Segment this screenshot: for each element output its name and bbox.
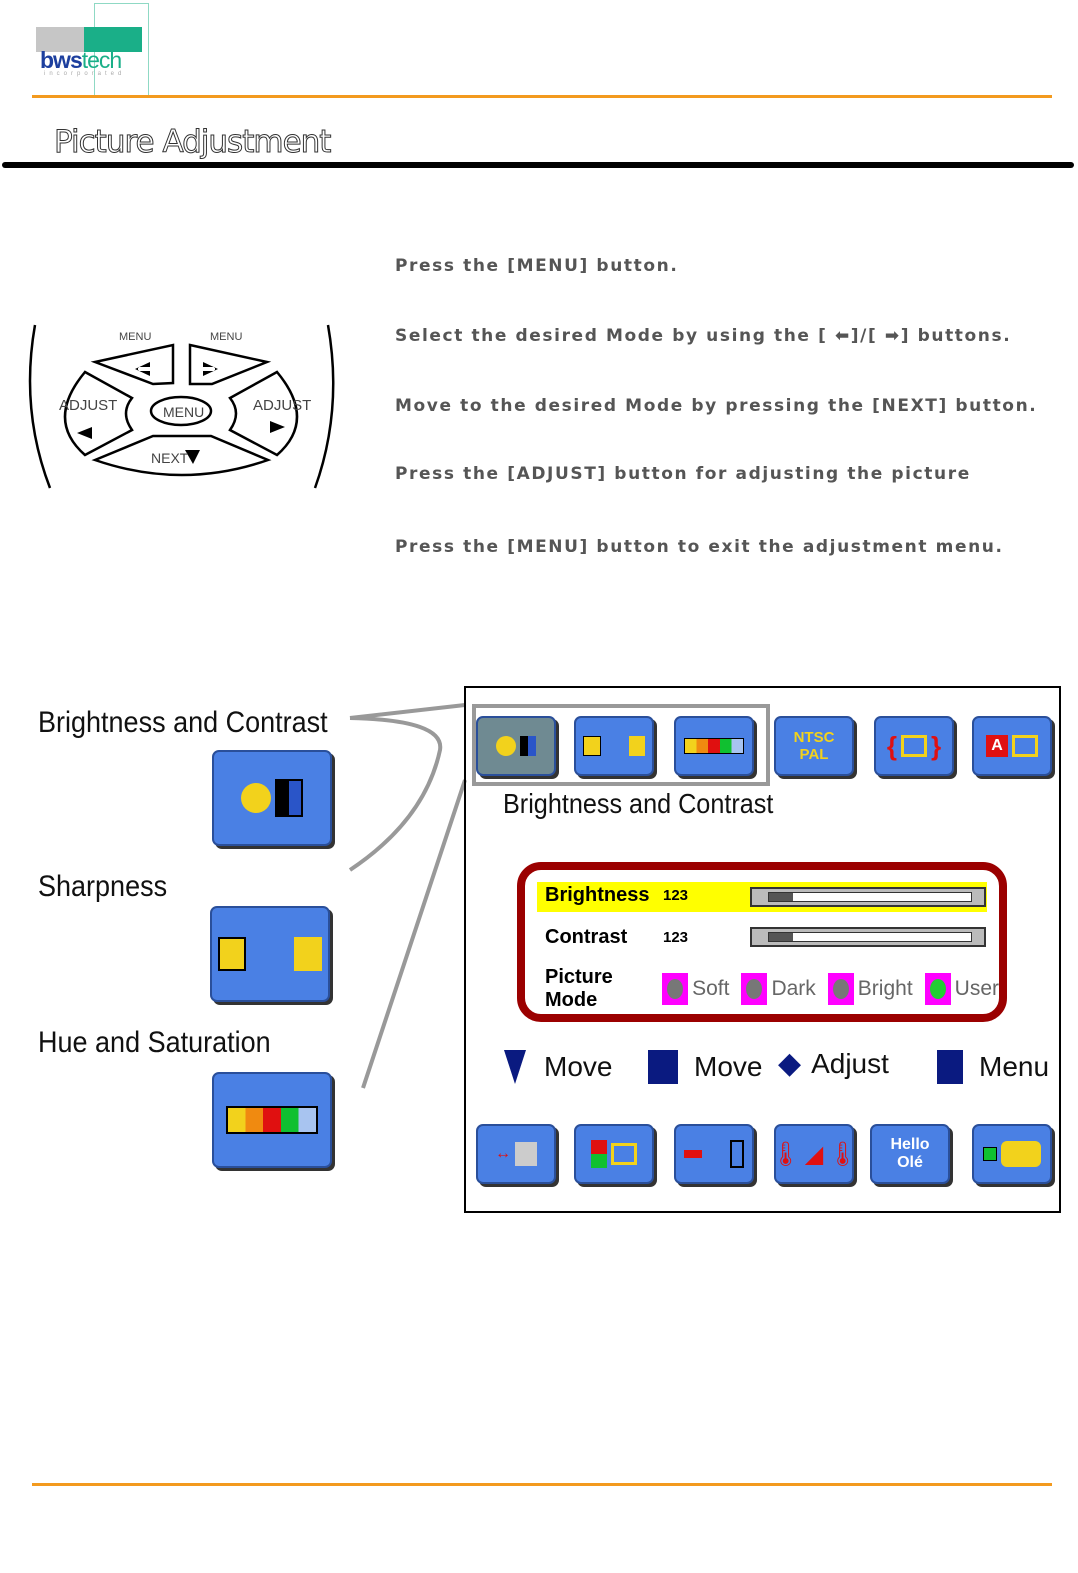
remote-adjust-left-label: ADJUST [59, 397, 117, 414]
callout-lines [348, 703, 467, 1089]
legend-adjust: ◆ Adjust [778, 1046, 889, 1081]
selection-group-frame [472, 704, 770, 786]
down-triangle-icon [504, 1050, 526, 1084]
brightness-slider-fill [769, 893, 794, 901]
tab-position[interactable]: ↔ [476, 1124, 556, 1184]
brightness-row[interactable]: Brightness 123 [545, 884, 688, 907]
callout-sharpness: Sharpness [38, 870, 168, 903]
tab-tools[interactable] [972, 1124, 1052, 1184]
tab-language[interactable]: A [972, 716, 1052, 776]
logo-text-tech: tech [81, 47, 122, 73]
instruction-5: Press the [MENU] button to exit the adju… [395, 537, 1004, 557]
contrast-row[interactable]: Contrast 123 [545, 926, 688, 949]
callout-brightness-contrast: Brightness and Contrast [38, 706, 328, 739]
instruction-4: Press the [ADJUST] button for adjusting … [395, 464, 971, 484]
legend-move-down: Move [504, 1050, 612, 1084]
move-blocks-icon [648, 1050, 678, 1084]
mode-user-label: User [954, 977, 999, 1000]
remote-adjust-right-label: ADJUST [253, 397, 311, 414]
hue-saturation-icon [212, 1072, 332, 1168]
legend-menu-label: Menu [979, 1051, 1050, 1082]
mode-dark-label: Dark [771, 977, 816, 1000]
mode-bright[interactable]: Bright [827, 973, 913, 1005]
remote-menu-right-label: MENU [210, 331, 242, 343]
contrast-slider-fill [769, 933, 794, 941]
footer-rule [32, 1483, 1052, 1486]
brightness-label: Brightness [545, 884, 650, 906]
osd-heading: Brightness and Contrast [503, 788, 774, 819]
mode-soft-label: Soft [692, 977, 730, 1000]
legend-adjust-label: Adjust [811, 1047, 889, 1079]
remote-menu-center-label: MENU [163, 404, 204, 420]
adjustment-panel: Brightness 123 Contrast 123 Picture Mode S… [517, 862, 1007, 1022]
tab-brightness-contrast[interactable] [476, 716, 556, 776]
left-right-diamond-icon: ◆ [778, 1047, 802, 1080]
brightness-value: 123 [663, 887, 689, 904]
callout-hue-saturation: Hue and Saturation [38, 1026, 271, 1059]
sharpness-icon [210, 906, 330, 1002]
tab-input-source[interactable] [574, 1124, 654, 1184]
remote-control-diagram: MENU MENU ADJUST ADJUST MENU NEXT [28, 324, 335, 489]
menu-square-icon [937, 1050, 963, 1084]
logo: bwstech incorporated [34, 3, 150, 95]
brightness-slider[interactable] [750, 887, 986, 907]
tab-color-temperature[interactable]: 🌡◢🌡 [770, 1124, 858, 1184]
tab-projection[interactable] [674, 1124, 754, 1184]
legend-menu: Menu [937, 1050, 1049, 1084]
instruction-1: Press the [MENU] button. [395, 256, 679, 276]
legend-move2-label: Move [694, 1051, 763, 1082]
tab-geometry[interactable]: {} [874, 716, 954, 776]
logo-subtitle: incorporated [44, 71, 126, 77]
picture-mode-label: Picture Mode [545, 966, 613, 1011]
contrast-slider[interactable] [750, 927, 986, 947]
instruction-3: Move to the desired Mode by pressing the… [395, 396, 1038, 416]
legend-move-label: Move [544, 1051, 613, 1082]
page-title: Picture Adjustment [53, 124, 331, 161]
title-rule [2, 162, 1074, 168]
logo-text: bws [40, 47, 83, 73]
hello-text: Hello [890, 1136, 930, 1153]
tab-sharpness[interactable] [574, 716, 654, 776]
mode-bright-label: Bright [857, 977, 913, 1000]
contrast-value: 123 [663, 929, 689, 946]
language-a-text: A [986, 735, 1008, 757]
picture-mode-row: Picture Mode Soft Dark Bright User [545, 966, 999, 1012]
contrast-label: Contrast [545, 926, 628, 948]
tab-hue-saturation[interactable] [674, 716, 754, 776]
mode-dark[interactable]: Dark [741, 973, 816, 1005]
remote-next-label: NEXT [151, 450, 189, 466]
instruction-2: Select the desired Mode by using the [ ⬅… [395, 326, 1012, 346]
legend-move-tab: Move [648, 1050, 762, 1084]
remote-menu-left-label: MENU [119, 331, 151, 343]
header-rule [32, 95, 1052, 98]
brightness-contrast-icon [212, 750, 332, 846]
mode-soft[interactable]: Soft [662, 973, 729, 1005]
mode-user[interactable]: User [924, 973, 999, 1005]
ntsc-text: NTSC [793, 729, 835, 746]
pal-text: PAL [799, 746, 829, 763]
ole-text: Olé [897, 1154, 923, 1171]
